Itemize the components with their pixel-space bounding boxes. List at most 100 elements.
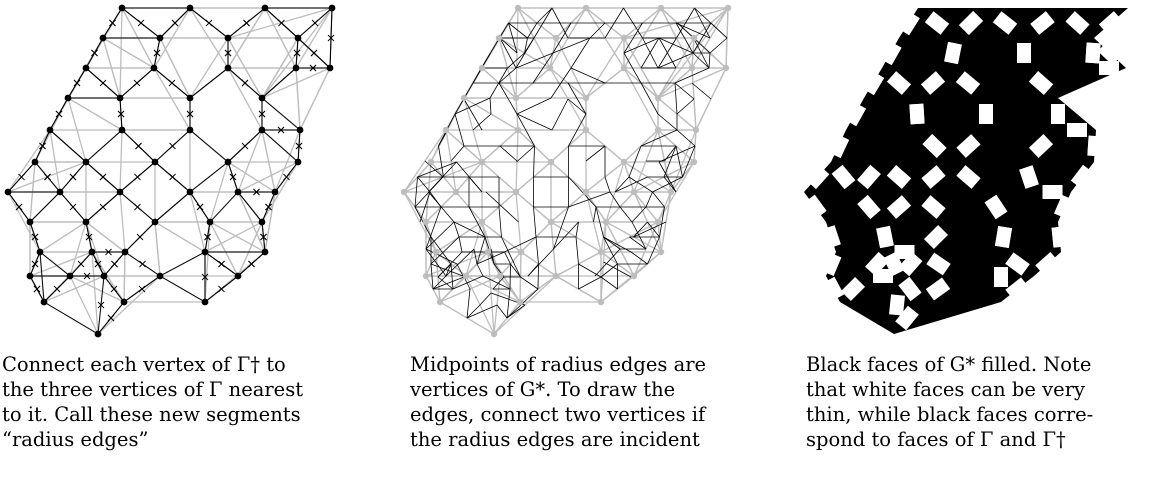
white-face	[1070, 164, 1095, 190]
vertex-dot	[46, 126, 54, 134]
vertex-dot	[94, 330, 102, 338]
triangulation-edge	[295, 7, 333, 69]
white-face	[921, 165, 946, 189]
dual-edge	[510, 263, 521, 278]
white-face	[883, 251, 905, 277]
white-face	[876, 225, 894, 249]
triangulation-edge	[261, 37, 299, 99]
triangulation-edge	[209, 221, 266, 253]
vertex-dot	[224, 158, 232, 166]
triangulation-edge	[85, 221, 126, 253]
triangulation-edge	[153, 67, 191, 131]
dual-edge	[527, 22, 538, 39]
dual-edge	[657, 113, 678, 131]
dual-edge	[631, 206, 647, 223]
white-face	[895, 305, 919, 331]
vertex-dot	[620, 34, 628, 42]
dual-edge	[594, 248, 621, 277]
cross-mark	[39, 142, 46, 150]
triangulation-edge	[7, 129, 51, 193]
white-face	[857, 164, 881, 190]
cross-mark	[265, 203, 272, 211]
white-face	[1099, 61, 1119, 75]
cross-mark	[139, 260, 146, 268]
vertex-dot	[620, 64, 628, 72]
white-face	[805, 164, 830, 190]
triangulation-edge	[237, 129, 263, 193]
dual-edge	[675, 22, 694, 54]
caption-line: the three vertices of Γ nearest	[2, 378, 304, 401]
dual-edge	[499, 145, 518, 162]
white-face	[831, 164, 856, 190]
dual-edge	[652, 191, 665, 208]
vertex-dot	[186, 188, 194, 196]
dual-edge	[533, 206, 537, 238]
vertex-dot	[206, 218, 214, 226]
dual-edge	[614, 176, 648, 193]
dual-edge	[515, 37, 535, 69]
dual-edge	[658, 145, 696, 163]
dual-edge	[645, 191, 653, 208]
dual-edge	[479, 292, 492, 306]
triangulation-edge	[261, 129, 276, 193]
vertex-dot	[31, 158, 39, 166]
dual-edge	[675, 145, 683, 178]
vertex-dot	[201, 298, 209, 306]
vertex-dot	[326, 64, 334, 72]
triangulation-edge	[227, 161, 276, 193]
vertex-dot	[186, 94, 194, 102]
vertex-dot	[271, 188, 279, 196]
dual-edge	[575, 236, 579, 265]
radius-edge	[189, 129, 229, 163]
dual-edge	[466, 304, 498, 319]
dual-edge	[425, 206, 442, 250]
vertex-dot	[258, 126, 266, 134]
white-face	[861, 70, 885, 96]
dual-edge	[509, 263, 511, 290]
triangulation-edge	[227, 67, 263, 131]
white-face	[1085, 42, 1101, 64]
dual-edge	[647, 236, 660, 265]
white-face	[994, 267, 1008, 287]
triangulation-edge	[623, 67, 659, 131]
dual-edge	[498, 82, 518, 115]
white-face	[1098, 11, 1124, 35]
radius-edge	[159, 251, 206, 277]
vertex-dot	[442, 126, 450, 134]
dual-edge	[674, 67, 710, 84]
white-face	[1051, 104, 1065, 124]
caption-line: spond to faces of Γ and Γ†	[806, 428, 1066, 451]
radius-edge	[49, 129, 87, 163]
vertex-dot	[4, 188, 12, 196]
radius-edge	[261, 129, 299, 163]
dual-edge	[466, 304, 481, 319]
triangulation-edge	[69, 275, 125, 303]
dual-edge	[496, 304, 508, 319]
dual-edge	[578, 276, 602, 290]
radius-edge	[39, 251, 71, 277]
dual-edge	[516, 113, 535, 147]
dual-edge	[589, 22, 606, 39]
dual-edge	[466, 288, 471, 319]
white-face	[922, 134, 947, 158]
triangulation-edge	[154, 221, 161, 277]
triangulation-edge	[97, 275, 161, 335]
cross-mark	[134, 203, 141, 211]
caption-line: that white faces can be very	[806, 378, 1086, 401]
caption-line: the radius edges are incident	[410, 428, 700, 451]
dual-edge	[485, 191, 519, 223]
dual-edge	[424, 160, 444, 178]
figure-dual-graph	[400, 4, 732, 338]
cross-mark	[133, 79, 141, 87]
dual-edge	[417, 161, 457, 178]
white-face	[1087, 135, 1103, 157]
vertex-dot	[724, 4, 732, 12]
figure-radius-edges	[4, 4, 336, 338]
dual-edge	[633, 221, 667, 238]
vertex-dot	[495, 34, 503, 42]
dual-edge	[663, 176, 677, 193]
white-face	[1019, 165, 1039, 189]
triangulation-edge	[237, 191, 266, 253]
dual-edge	[438, 145, 444, 178]
cross-mark	[55, 110, 63, 118]
